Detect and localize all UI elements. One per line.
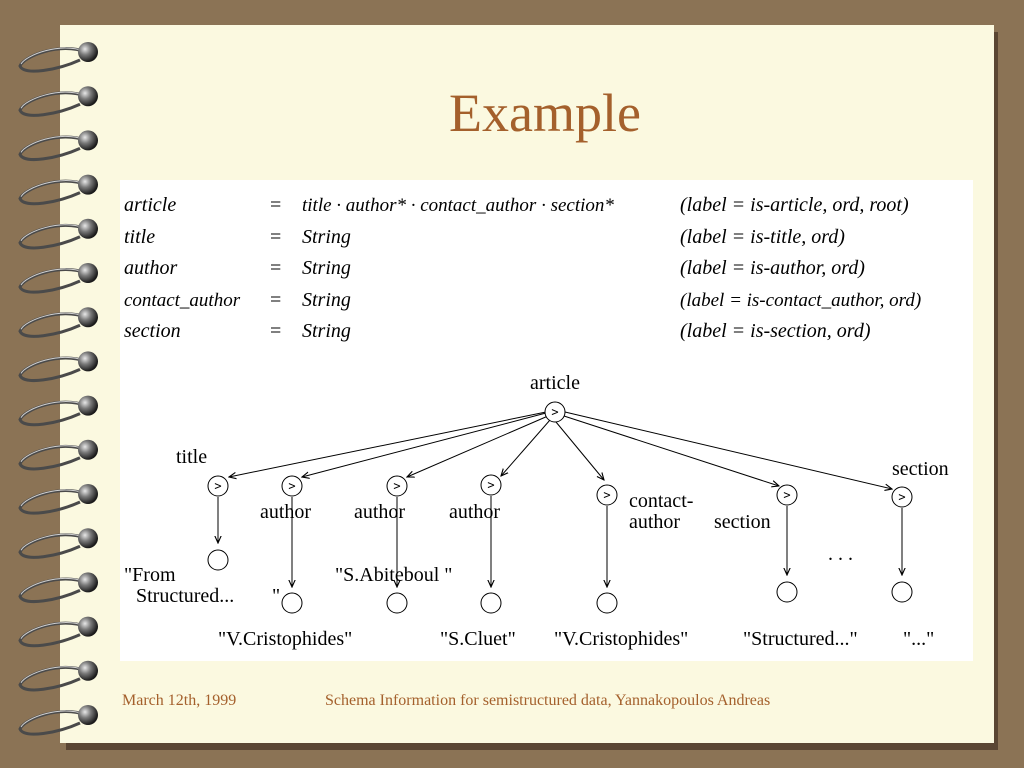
schema-eq-contact-author: = bbox=[270, 289, 281, 311]
edge-article-title bbox=[229, 411, 547, 477]
svg-text:>: > bbox=[898, 490, 905, 504]
schema-rhs-title: String bbox=[302, 226, 351, 248]
edge-article-author3 bbox=[501, 419, 551, 476]
node-contact-author: > bbox=[596, 484, 618, 506]
label-author2: author bbox=[354, 501, 405, 523]
slide-title: Example bbox=[449, 83, 641, 143]
value-author1-quote: " bbox=[272, 585, 280, 607]
footer-subject: Schema Information for semistructured da… bbox=[325, 692, 771, 709]
schema-rhs-contact-author: String bbox=[302, 289, 351, 311]
footer-date: March 12th, 1999 bbox=[122, 692, 237, 709]
schema-lhs-title: title bbox=[124, 226, 155, 248]
leaf-title bbox=[207, 549, 229, 571]
schema-rhs-article: title · author* · contact_author · secti… bbox=[302, 195, 614, 216]
node-author2: > bbox=[386, 475, 408, 497]
svg-text:>: > bbox=[214, 479, 221, 493]
value-author3: "S.Cluet" bbox=[440, 628, 516, 650]
schema-eq-author: = bbox=[270, 257, 281, 279]
label-contact-line1: contact- bbox=[629, 490, 693, 512]
value-author1: "V.Cristophides" bbox=[218, 628, 352, 650]
value-section2: "..." bbox=[903, 628, 934, 650]
binding-ring bbox=[18, 616, 98, 648]
label-author1: author bbox=[260, 501, 311, 523]
binding-ring bbox=[18, 174, 98, 206]
binding-ring bbox=[18, 86, 98, 117]
svg-text:>: > bbox=[603, 488, 610, 502]
edge-article-author2 bbox=[407, 415, 549, 477]
binding-ring bbox=[18, 484, 98, 515]
schema-label-contact-author: (label = is-contact_author, ord) bbox=[680, 290, 921, 311]
binding-ring bbox=[18, 351, 98, 383]
svg-text:>: > bbox=[551, 405, 558, 419]
svg-text:>: > bbox=[288, 479, 295, 493]
leaf-contact-author bbox=[596, 592, 618, 614]
schema-diagram: article = title · author* · contact_auth… bbox=[124, 194, 949, 650]
schema-lhs-contact-author: contact_author bbox=[124, 290, 241, 311]
node-section2: > bbox=[891, 486, 913, 508]
binding-ring bbox=[18, 439, 98, 471]
leaf-author3 bbox=[480, 592, 502, 614]
schema-eq-title: = bbox=[270, 226, 281, 248]
binding-ring bbox=[18, 307, 98, 338]
label-contact-line2: author bbox=[629, 511, 680, 533]
value-author2: "S.Abiteboul " bbox=[335, 564, 452, 586]
schema-eq-section: = bbox=[270, 320, 281, 342]
edge-article-section2 bbox=[564, 411, 892, 489]
schema-label-section: (label = is-section, ord) bbox=[680, 320, 871, 342]
binding-ring bbox=[18, 42, 98, 73]
schema-rhs-section: String bbox=[302, 320, 351, 342]
value-title-line1: "From bbox=[124, 564, 176, 586]
label-section2: section bbox=[892, 458, 949, 480]
schema-label-author: (label = is-author, ord) bbox=[680, 257, 865, 279]
binding-ring bbox=[18, 263, 98, 294]
binding-ring bbox=[18, 705, 98, 736]
schema-rhs-author: String bbox=[302, 257, 351, 279]
leaf-author2 bbox=[386, 592, 408, 614]
node-author1: > bbox=[281, 475, 303, 497]
schema-figure: article = title · author* · contact_auth… bbox=[120, 180, 973, 661]
schema-label-title: (label = is-title, ord) bbox=[680, 226, 845, 248]
schema-label-article: (label = is-article, ord, root) bbox=[680, 194, 909, 216]
node-article: > bbox=[544, 401, 566, 423]
value-title-line2: Structured... bbox=[136, 585, 234, 607]
binding-ring bbox=[18, 660, 98, 692]
value-section1: "Structured..." bbox=[743, 628, 858, 650]
leaf-author1 bbox=[281, 592, 303, 614]
schema-lhs-author: author bbox=[124, 257, 178, 279]
edge-article-section1 bbox=[563, 415, 779, 486]
schema-eq-article: = bbox=[270, 194, 281, 216]
edge-article-contact bbox=[555, 421, 604, 480]
binding-ring bbox=[18, 130, 98, 162]
binding-ring bbox=[18, 395, 98, 427]
node-author3: > bbox=[480, 474, 502, 496]
label-section1: section bbox=[714, 511, 771, 533]
schema-lhs-section: section bbox=[124, 320, 181, 342]
binding-ring bbox=[18, 528, 98, 559]
svg-text:>: > bbox=[487, 478, 494, 492]
node-title: > bbox=[207, 475, 229, 497]
label-title: title bbox=[176, 446, 207, 468]
node-section1: > bbox=[776, 484, 798, 506]
ellipsis: . . . bbox=[828, 543, 853, 565]
value-contact: "V.Cristophides" bbox=[554, 628, 688, 650]
spiral-binding bbox=[18, 42, 98, 736]
label-author3: author bbox=[449, 501, 500, 523]
svg-text:>: > bbox=[783, 488, 790, 502]
schema-lhs-article: article bbox=[124, 194, 176, 216]
label-article: article bbox=[530, 372, 580, 394]
binding-ring bbox=[18, 572, 98, 604]
edge-article-author1 bbox=[302, 412, 547, 477]
svg-text:>: > bbox=[393, 479, 400, 493]
binding-ring bbox=[18, 218, 98, 250]
leaf-section2 bbox=[891, 581, 913, 603]
leaf-section1 bbox=[776, 581, 798, 603]
